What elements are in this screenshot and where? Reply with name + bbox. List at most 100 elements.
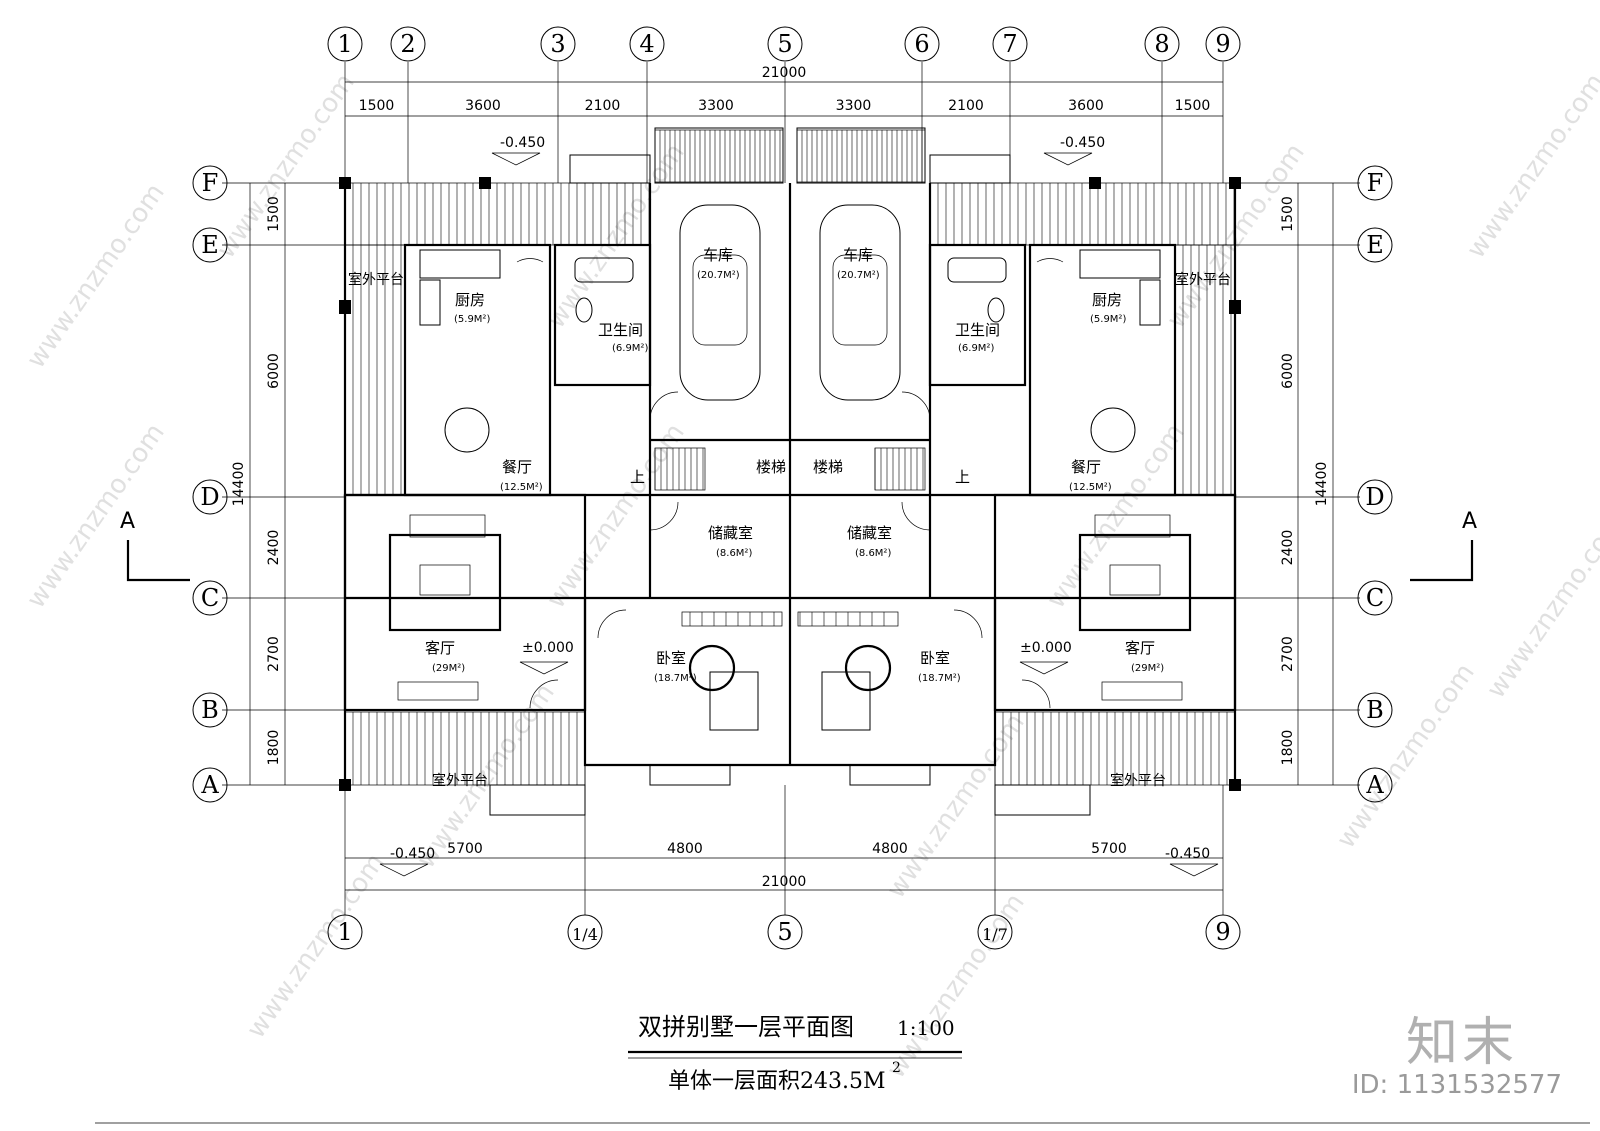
dim-bottom-1: 4800 [667,841,703,857]
dim-top-5: 2100 [948,98,984,114]
label-dining-right: 餐厅 [1071,458,1101,476]
label-kitchen-left-area: (5.9M²) [454,314,490,325]
dim-total-left: 14400 [231,462,247,507]
dim-top-7: 1500 [1175,98,1211,114]
axis-right-C: C [1366,584,1384,612]
axis-top-3: 3 [550,30,565,58]
axis-right-B: B [1366,696,1384,724]
axis-bottom-3: 1/7 [982,925,1008,944]
level-outdoor-top-left: -0.450 [500,135,545,151]
dim-right-4: 1800 [1280,730,1296,766]
watermark-7: www.znzmo.com [1041,418,1191,614]
label-storage-right: 储藏室 [847,524,892,542]
brand-logo: 知末 [1406,1013,1519,1073]
title-block: 双拼别墅一层平面图 1:100 单体一层面积243.5M 2 [95,1013,1590,1124]
axis-top-4: 4 [639,30,654,58]
watermark-4: www.znzmo.com [1461,68,1600,264]
axis-right-D: D [1365,483,1384,511]
walls [339,127,1241,816]
watermark-12: www.znzmo.com [241,848,391,1044]
label-dining-left-area: (12.5M²) [500,482,543,493]
label-storage-right-area: (8.6M²) [855,548,891,559]
dim-right-1: 6000 [1280,353,1296,389]
label-dining-left: 餐厅 [502,458,532,476]
label-terrace-top-right: 室外平台 [1175,271,1231,288]
axis-top-8: 8 [1154,30,1169,58]
drawing-scale: 1:100 [897,1016,955,1040]
label-terrace-bottom-left: 室外平台 [432,772,488,789]
label-stair-right: 楼梯 [813,458,843,476]
dim-top-3: 3300 [698,98,734,114]
dim-top-6: 3600 [1068,98,1104,114]
label-storage-left-area: (8.6M²) [716,548,752,559]
level-floor-left: ±0.000 [522,640,574,656]
label-storage-left: 储藏室 [708,524,753,542]
label-garage-right: 车库 [843,246,873,264]
axis-bottom-4: 9 [1215,918,1230,946]
label-stair-left: 楼梯 [756,458,786,476]
label-bedroom-right-area: (18.7M²) [918,673,961,684]
image-id: ID: 1131532577 [1351,1070,1562,1100]
label-up-right: 上 [955,468,970,486]
dim-top-2: 2100 [585,98,621,114]
label-kitchen-right: 厨房 [1092,291,1122,309]
section-mark-right: A [1462,509,1477,534]
watermark-11: www.znzmo.com [1481,508,1600,704]
level-outdoor-top-right: -0.450 [1060,135,1105,151]
label-dining-right-area: (12.5M²) [1069,482,1112,493]
label-terrace-bottom-right: 室外平台 [1110,772,1166,789]
label-kitchen-left: 厨房 [455,291,485,309]
room-labels: 车库 (20.7M²) 车库 (20.7M²) 卫生间 (6.9M²) 卫生间 … [348,135,1231,877]
label-bath-left-area: (6.9M²) [612,343,648,354]
level-outdoor-bottom-right: -0.450 [1165,846,1210,862]
axis-left-E: E [201,231,219,259]
axis-left-B: B [201,696,219,724]
watermark-6: www.znzmo.com [541,418,691,614]
axis-left-C: C [201,584,219,612]
label-up-left: 上 [630,468,645,486]
label-living-left-area: (29M²) [432,663,465,674]
watermark-1: www.znzmo.com [211,68,361,264]
watermark-0: www.znzmo.com [21,178,171,374]
furniture [388,204,1192,731]
label-living-right-area: (29M²) [1131,663,1164,674]
dim-bottom-2: 4800 [872,841,908,857]
axis-right-E: E [1366,231,1384,259]
dim-top-0: 1500 [359,98,395,114]
dim-right-0: 1500 [1280,196,1296,232]
dim-left-3: 2700 [266,636,282,672]
watermark-13: www.znzmo.com [881,888,1031,1084]
axis-bottom-1: 1/4 [572,925,598,944]
label-garage-left: 车库 [703,246,733,264]
dim-top-1: 3600 [465,98,501,114]
watermark-10: www.znzmo.com [1331,658,1481,854]
label-bath-right-area: (6.9M²) [958,343,994,354]
dim-left-1: 6000 [266,353,282,389]
watermark-2: www.znzmo.com [541,138,691,334]
dim-total-right: 14400 [1314,462,1330,507]
label-bedroom-left: 卧室 [656,649,686,667]
label-bath-right: 卫生间 [955,321,1000,339]
axis-top-1: 1 [337,30,352,58]
axis-left-A: A [200,771,219,799]
dim-bottom-3: 5700 [1091,841,1127,857]
level-floor-right: ±0.000 [1020,640,1072,656]
axis-left-F: F [202,169,219,197]
axis-top-2: 2 [400,30,415,58]
label-terrace-top-left: 室外平台 [348,271,404,288]
dim-bottom-0: 5700 [447,841,483,857]
doors [516,258,1064,709]
dim-left-0: 1500 [266,196,282,232]
drawing-subtitle: 单体一层面积243.5M [668,1069,886,1094]
label-kitchen-right-area: (5.9M²) [1090,314,1126,325]
axis-left-D: D [200,483,219,511]
label-living-left: 客厅 [425,639,455,657]
label-living-right: 客厅 [1125,639,1155,657]
axis-top-9: 9 [1215,30,1230,58]
axis-bottom-2: 5 [777,918,792,946]
label-bedroom-left-area: (18.7M²) [654,673,697,684]
